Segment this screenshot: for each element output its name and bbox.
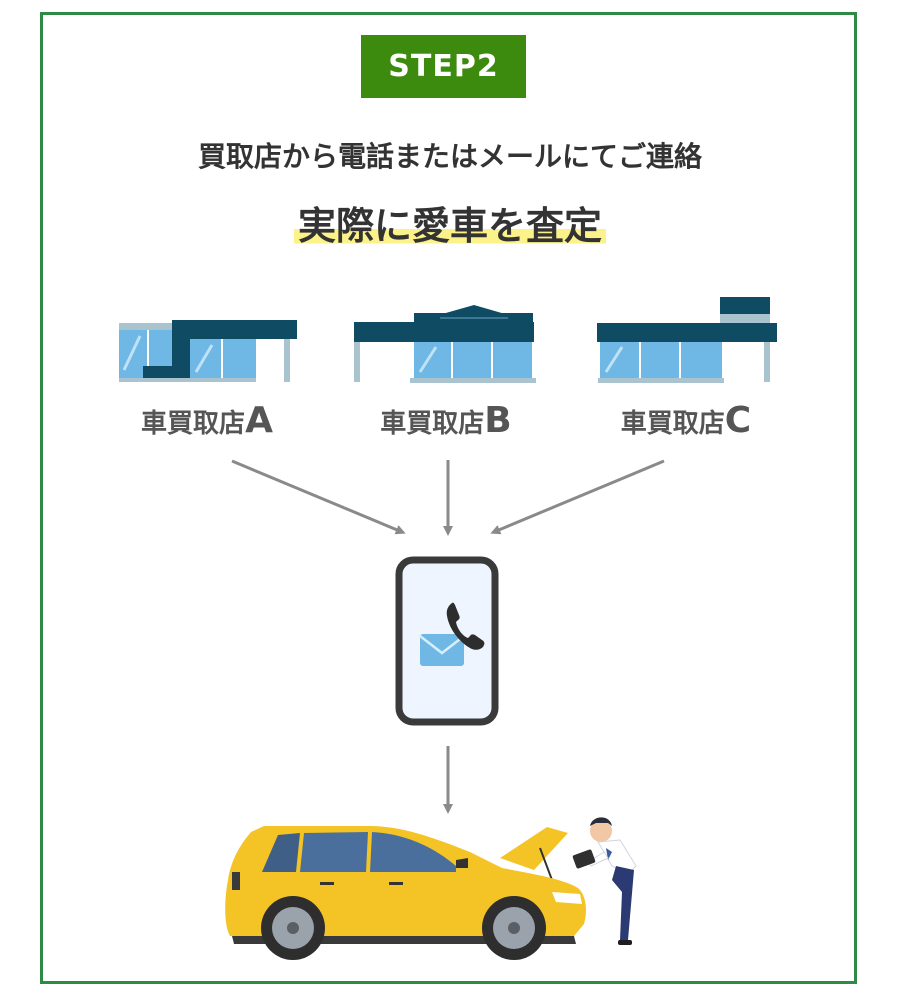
- rear-wheel: [261, 896, 325, 960]
- arrow-a-to-phone: [231, 459, 406, 535]
- step-badge: STEP2: [361, 35, 526, 98]
- phone-icon: [395, 556, 499, 726]
- mail-icon: [419, 634, 465, 666]
- shop-label-c: 車買取店C: [586, 400, 786, 441]
- shop-b-building-icon: [354, 305, 536, 383]
- shop-b-prefix: 車買取店: [380, 409, 485, 439]
- car-illustration: [225, 826, 586, 960]
- shop-c-letter: C: [724, 400, 752, 441]
- shop-a-letter: A: [245, 400, 273, 441]
- shop-a-building-icon: [119, 320, 297, 382]
- heading-line2-container: 実際に愛車を査定: [0, 195, 900, 250]
- front-wheel: [482, 896, 546, 960]
- telephone-handset-icon: [446, 602, 485, 650]
- shop-c-building-icon: [597, 297, 777, 383]
- shop-label-a: 車買取店A: [107, 400, 307, 441]
- shop-c-prefix: 車買取店: [620, 409, 725, 439]
- shop-a-prefix: 車買取店: [141, 409, 246, 439]
- heading-line2: 実際に愛車を査定: [293, 195, 606, 250]
- step-frame: [40, 12, 857, 984]
- inspector-person: [572, 817, 637, 945]
- shop-label-b: 車買取店B: [346, 400, 546, 441]
- heading-line1: 買取店から電話またはメールにてご連絡: [197, 140, 702, 173]
- arrow-c-to-phone: [490, 459, 665, 535]
- shop-b-letter: B: [484, 400, 512, 441]
